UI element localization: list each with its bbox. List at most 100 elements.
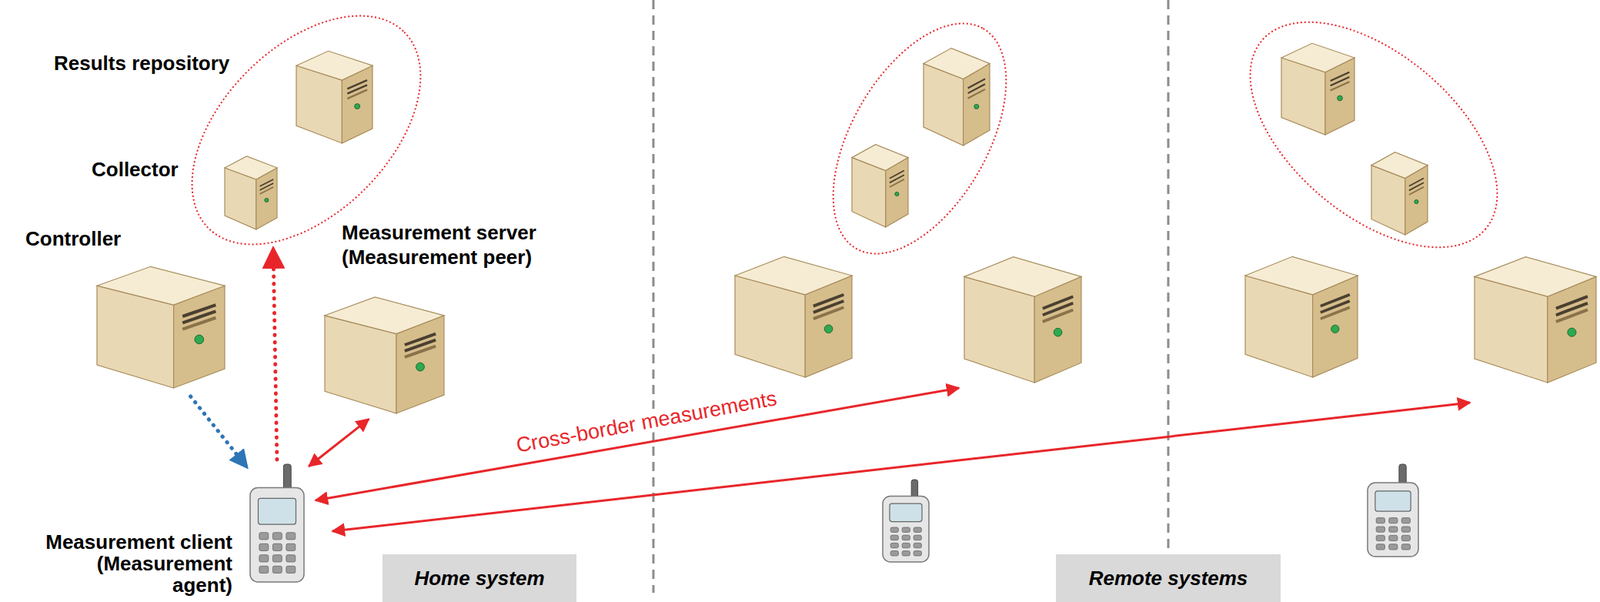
home-system-band: Home system <box>382 554 577 602</box>
arrow-label: Cross-border measurements <box>511 386 782 458</box>
drive-slot <box>968 79 986 89</box>
server-icon <box>96 266 225 388</box>
phone-key <box>1376 526 1385 532</box>
drive-slot <box>1320 300 1350 313</box>
phone-body <box>250 487 304 582</box>
drive-slot <box>1320 294 1350 307</box>
drive-slot <box>1409 182 1424 191</box>
phone-key <box>913 534 922 540</box>
server-top <box>734 256 852 295</box>
drive-slot <box>404 334 436 345</box>
phone-key <box>1401 526 1410 532</box>
drive-slot <box>260 183 274 191</box>
drive-slot <box>260 179 274 187</box>
drive-slot <box>260 187 274 194</box>
cross-border-arrow <box>332 402 1470 532</box>
drive-slot <box>347 84 368 94</box>
drive-slot <box>347 80 368 89</box>
power-light <box>824 324 833 334</box>
drive-slot <box>1042 296 1074 308</box>
server-icon <box>1371 152 1428 235</box>
remote-systems-band: Remote systems <box>1055 554 1281 602</box>
phone-key <box>1389 517 1398 524</box>
drive-slot <box>968 89 986 99</box>
phone-key <box>890 551 899 556</box>
phone-key <box>259 543 269 551</box>
controller-server: Controller <box>96 260 225 388</box>
drive-slot <box>1556 303 1588 315</box>
server-top <box>296 50 373 81</box>
drive-slot <box>1330 72 1350 81</box>
phone-key <box>272 543 282 551</box>
phone-key <box>1389 534 1398 541</box>
phone-key <box>259 565 269 573</box>
server-icon <box>923 48 990 146</box>
drive-slot <box>1409 178 1424 187</box>
server-top <box>923 48 990 80</box>
phone-key <box>1376 517 1385 524</box>
group-ellipse <box>1209 0 1538 291</box>
server-icon <box>1281 43 1355 135</box>
phone-body <box>882 495 929 562</box>
phone-key <box>259 532 269 540</box>
server-top <box>224 156 278 180</box>
measurement-server: Measurement server (Measurement peer) <box>324 290 445 414</box>
phone-key <box>901 534 910 540</box>
phone-key <box>1376 544 1385 550</box>
server-top <box>324 297 445 335</box>
server-top <box>964 257 1082 298</box>
phone-screen <box>1375 491 1411 512</box>
power-light <box>974 103 979 109</box>
drive-slot <box>1330 76 1350 86</box>
server-icon <box>1474 257 1597 383</box>
phone-body <box>1367 482 1419 557</box>
server-icon <box>1245 256 1358 378</box>
phone-key <box>286 554 296 562</box>
server-top <box>851 144 909 171</box>
phone-key <box>1401 517 1410 524</box>
measurement-arrow <box>308 418 369 466</box>
phone-icon <box>1367 464 1419 557</box>
phone-key <box>890 527 899 532</box>
server-icon <box>851 144 909 228</box>
drive-slot <box>1330 81 1350 91</box>
phone-key <box>272 554 282 562</box>
band-label: Remote systems <box>1088 566 1249 591</box>
server-icon <box>224 156 278 230</box>
power-light <box>1567 327 1577 337</box>
phone-key <box>901 542 910 548</box>
drive-slot <box>182 317 216 330</box>
power-light <box>1414 200 1419 204</box>
phone-screen <box>889 503 922 522</box>
system-divider <box>652 0 655 593</box>
phone-key <box>272 532 282 540</box>
drive-slot <box>1409 187 1424 195</box>
node-label: Collector <box>91 156 179 182</box>
phone-icon <box>882 479 929 562</box>
phone-key <box>286 532 296 540</box>
power-light <box>895 192 899 197</box>
collector-server: Collector <box>224 152 278 230</box>
server-top <box>1371 152 1428 179</box>
phone-key <box>1376 534 1385 541</box>
server-top <box>1474 257 1597 298</box>
node-label: Results repository <box>53 50 230 76</box>
phone-key <box>286 543 296 551</box>
drive-slot <box>813 300 845 313</box>
server-icon <box>964 257 1082 383</box>
phone-key <box>1401 534 1410 541</box>
drive-slot <box>889 174 905 183</box>
drive-slot <box>968 83 986 94</box>
phone-key <box>901 527 910 532</box>
power-light <box>416 362 425 371</box>
phone-key <box>901 551 910 556</box>
drive-slot <box>813 307 845 319</box>
drive-slot <box>1556 309 1588 321</box>
node-label: Measurement server (Measurement peer) <box>341 220 573 270</box>
power-light <box>1331 324 1340 333</box>
drive-slot <box>1042 309 1074 321</box>
server-icon <box>296 50 373 144</box>
drive-slot <box>889 179 905 188</box>
